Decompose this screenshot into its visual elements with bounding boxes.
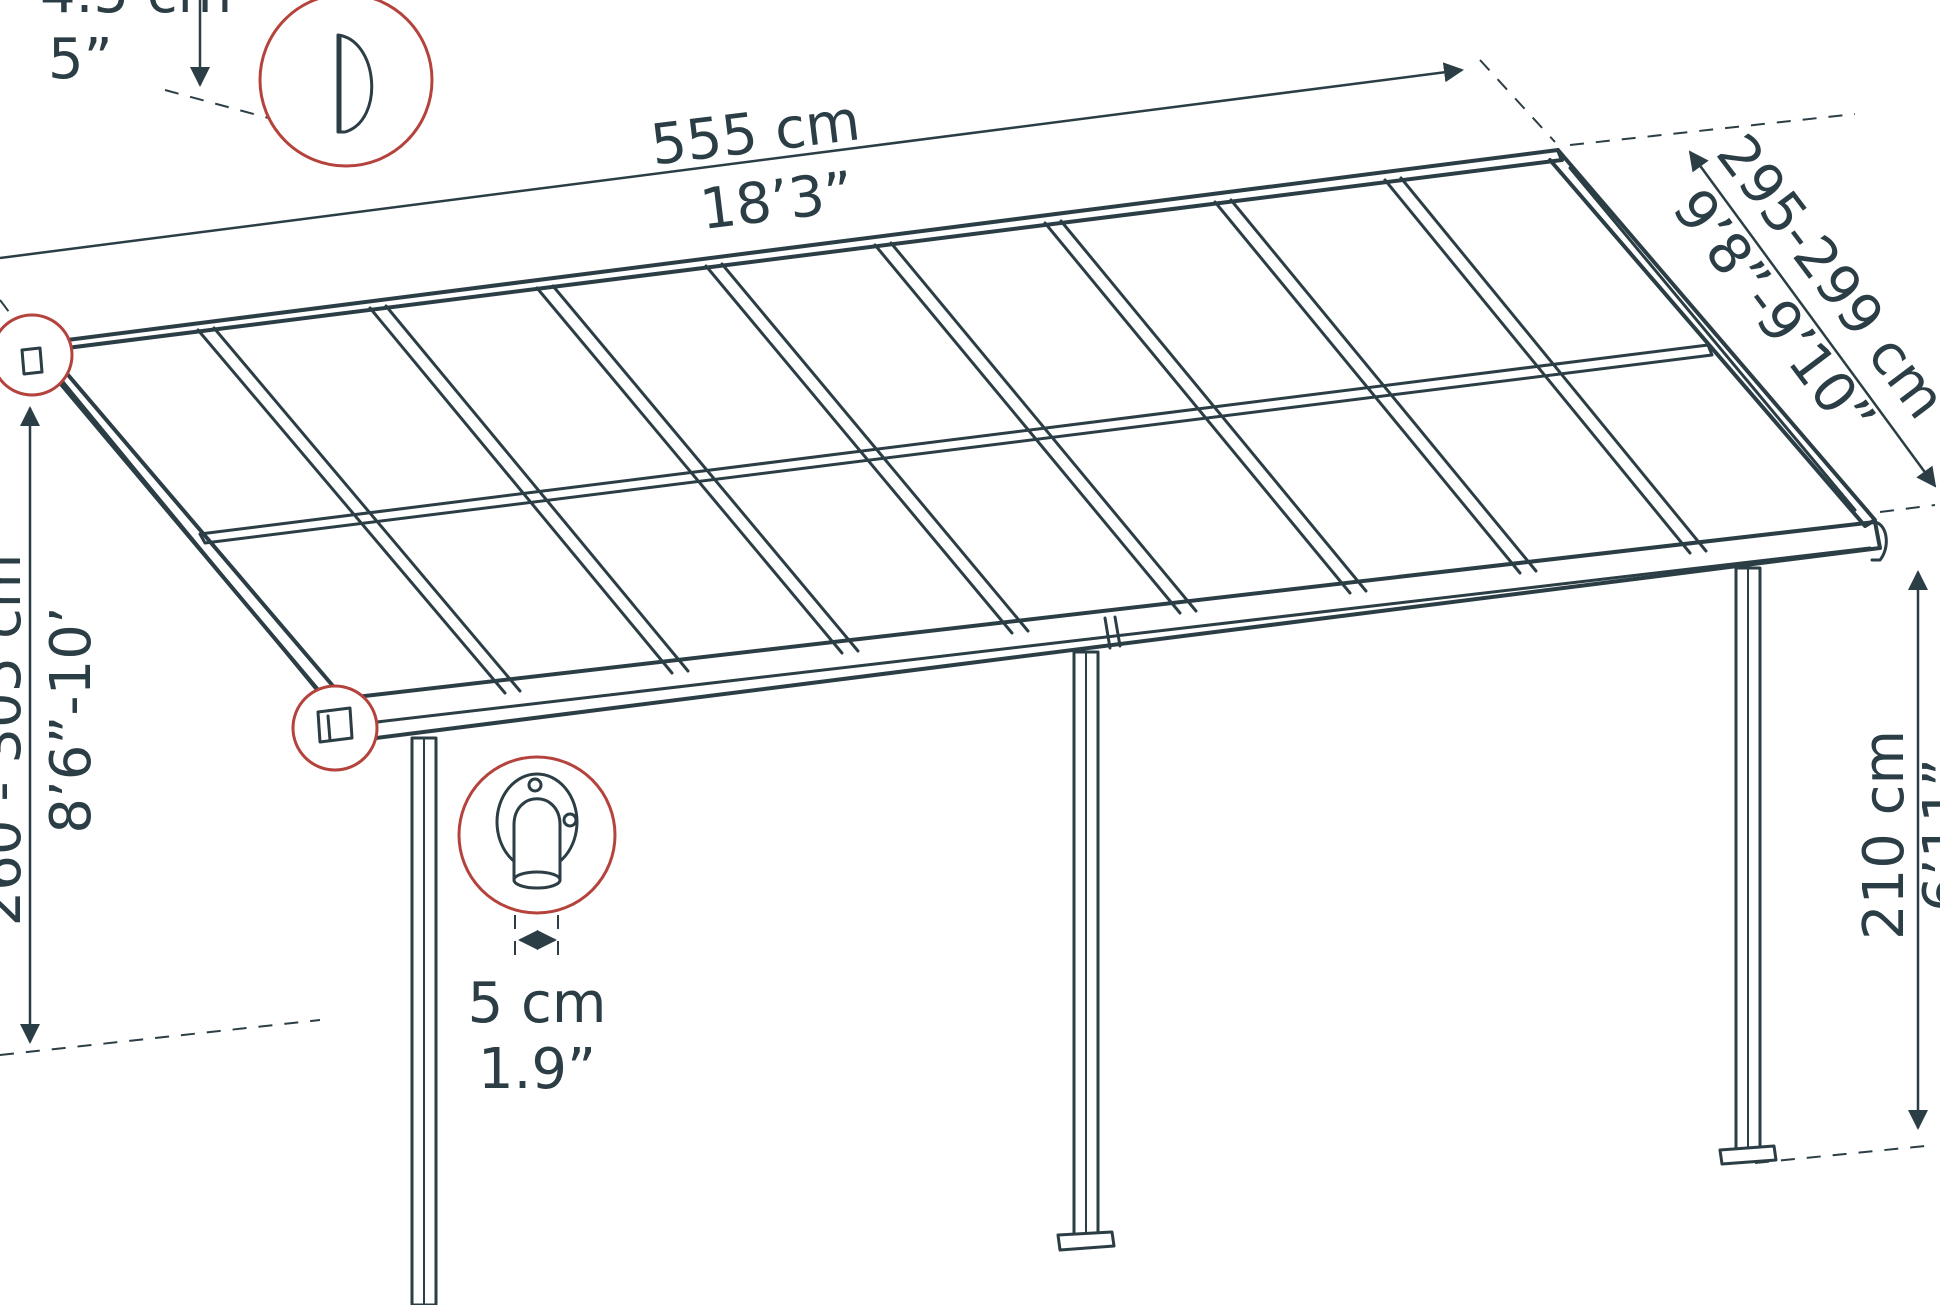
post-width-in-label: 1.9” bbox=[478, 1037, 596, 1102]
post-width-cm-label: 5 cm bbox=[468, 971, 607, 1036]
post-left bbox=[410, 736, 438, 1305]
support-posts bbox=[410, 566, 1778, 1305]
post-connector-callout bbox=[457, 755, 617, 915]
depth-dimension-arrow bbox=[1688, 150, 1937, 488]
front-height-cm-label: 210 cm bbox=[1852, 730, 1917, 940]
gutter-height-in-label: 5” bbox=[48, 27, 113, 92]
length-dimension-arrow bbox=[0, 62, 1464, 260]
post-middle bbox=[1056, 650, 1116, 1252]
front-corner-callout bbox=[291, 684, 379, 772]
gutter-height-cm-label: 4.5 cm bbox=[40, 0, 232, 26]
front-height-in-label: 6’11” bbox=[1912, 758, 1940, 912]
wall-height-in-label: 8’6”-10’ bbox=[39, 606, 104, 833]
roof-rafters bbox=[196, 176, 1708, 695]
dimension-arrows bbox=[0, 0, 1937, 1130]
gutter-profile-callout bbox=[258, 0, 434, 168]
post-right bbox=[1718, 566, 1778, 1166]
roof-frame bbox=[26, 148, 1888, 742]
wall-height-cm-label: 260 - 305 cm bbox=[0, 554, 34, 927]
dimension-labels: 4.5 cm 5” 555 cm 18’3” 295-299 cm 9’8”-9… bbox=[0, 0, 1940, 1102]
length-in-label: 18’3” bbox=[697, 160, 857, 243]
wall-bracket-callout bbox=[0, 313, 74, 397]
